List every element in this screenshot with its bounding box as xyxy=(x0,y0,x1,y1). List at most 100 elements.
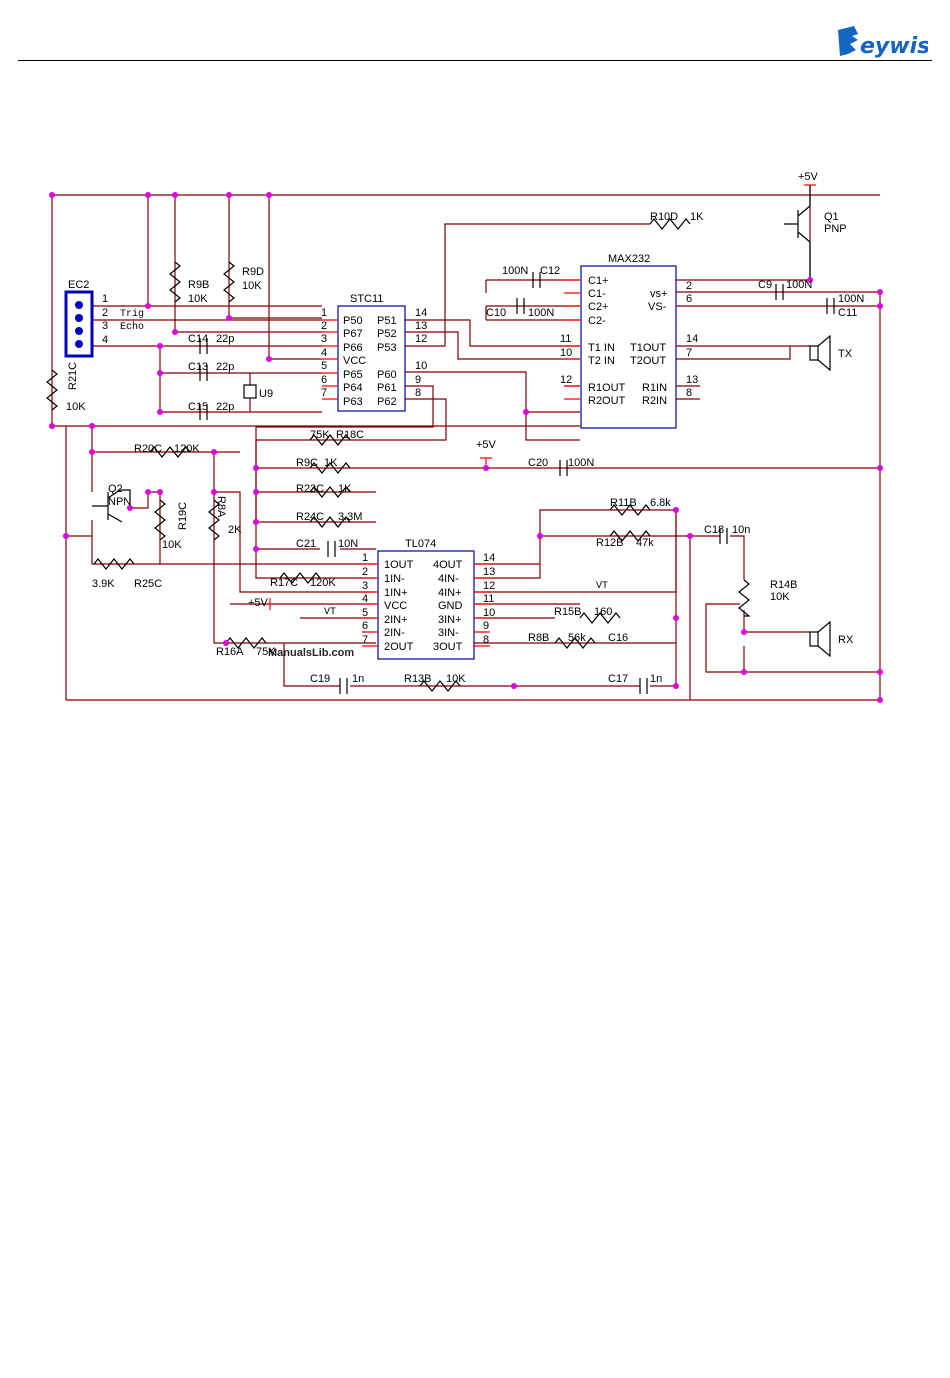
junction-dot xyxy=(145,192,151,198)
label: 22p xyxy=(216,401,234,413)
stc-pin-label: P53 xyxy=(377,342,397,354)
tl-pin-label: 3OUT xyxy=(433,641,463,653)
stc-pin-label: P63 xyxy=(343,396,363,408)
junction-dot xyxy=(226,192,232,198)
junction-dot xyxy=(172,192,178,198)
label: R21C xyxy=(67,362,79,390)
label: 10N xyxy=(338,538,358,550)
stc-pin-label: P52 xyxy=(377,328,397,340)
resistors xyxy=(46,218,751,692)
max-pin-number: 11 xyxy=(560,333,571,345)
label: C17 xyxy=(608,673,628,685)
max-pin-label: C1+ xyxy=(588,275,609,287)
stc-pin-number: 5 xyxy=(321,360,327,372)
echo-label: Echo xyxy=(120,321,144,333)
label: R15B xyxy=(554,606,582,618)
junction-dot xyxy=(877,465,883,471)
junction-dot xyxy=(253,489,259,495)
tl-pin-number: 9 xyxy=(483,620,489,632)
junction-dot xyxy=(266,192,272,198)
watermark: ManualsLib.com xyxy=(268,647,354,659)
junction-dot xyxy=(877,697,883,703)
junction-dot xyxy=(741,669,747,675)
gear-icon xyxy=(838,26,858,56)
label: 22p xyxy=(216,333,234,345)
max-pin-number: 8 xyxy=(686,387,692,399)
tl-pin-number: 12 xyxy=(483,580,495,592)
label: R20C xyxy=(134,443,162,455)
junction-dot xyxy=(523,409,529,415)
stc-pin-number: 3 xyxy=(321,333,327,345)
tl-pin-label: 4OUT xyxy=(433,559,463,571)
label: 10K xyxy=(770,591,790,603)
label: 56k xyxy=(568,632,586,644)
tl-pin-number: 3 xyxy=(362,580,368,592)
label: R14B xyxy=(770,579,798,591)
label: R12B xyxy=(596,537,624,549)
label: R16A xyxy=(216,646,244,658)
stc-pin-label: P62 xyxy=(377,396,397,408)
max-pin-label: R2IN xyxy=(642,395,667,407)
stc-pin-number: 9 xyxy=(415,374,421,386)
brand-logo: eywish xyxy=(838,26,928,59)
stc-pin-label: P51 xyxy=(377,315,397,327)
max-pin-label: R2OUT xyxy=(588,395,626,407)
stc-pin-number: 7 xyxy=(321,387,327,399)
label: R18C xyxy=(336,429,364,441)
ic-tl074 xyxy=(377,550,475,660)
junction-dot xyxy=(157,409,163,415)
label: 120K xyxy=(174,443,200,455)
stc-pin-number: 14 xyxy=(415,307,427,319)
junction-dot xyxy=(877,669,883,675)
ic-max232 xyxy=(580,265,677,429)
stc-pin-label: P60 xyxy=(377,369,397,381)
label: C19 xyxy=(310,673,330,685)
tl-pin-label: 3IN- xyxy=(438,627,459,639)
label: 100N xyxy=(528,307,554,319)
junction-dot xyxy=(223,640,229,646)
junction-dot xyxy=(673,615,679,621)
label: R8A xyxy=(215,496,227,518)
tl-pin-number: 4 xyxy=(362,593,368,605)
transistors xyxy=(92,185,811,523)
label: 1n xyxy=(650,673,662,685)
junction-dot xyxy=(253,519,259,525)
label: 22p xyxy=(216,361,234,373)
ec2-label: EC2 xyxy=(68,279,89,291)
capacitors xyxy=(199,272,835,694)
label: 120K xyxy=(310,577,336,589)
label: 10K xyxy=(242,280,262,292)
label: 160 xyxy=(594,606,612,618)
stc-pin-label: P65 xyxy=(343,369,363,381)
max-pin-label: R1IN xyxy=(642,382,667,394)
label: PNP xyxy=(824,223,847,235)
junction-dot xyxy=(511,683,517,689)
tl-pin-label: 2OUT xyxy=(384,641,414,653)
max-pin-number: 6 xyxy=(686,293,692,305)
max-name: MAX232 xyxy=(608,253,650,265)
stc-pin-number: 1 xyxy=(321,307,327,319)
label: C9 xyxy=(758,279,772,291)
label: 1K xyxy=(324,457,338,469)
junction-dot xyxy=(145,303,151,309)
stc-pin-number: 10 xyxy=(415,360,427,372)
label: R8B xyxy=(528,632,549,644)
max-pin-label: T1OUT xyxy=(630,342,666,354)
label: 10K xyxy=(66,401,86,413)
max-pin-label: VS- xyxy=(648,301,667,313)
tl-pin-label: 1IN- xyxy=(384,573,405,585)
label: 1K xyxy=(690,211,704,223)
stc-name: STC11 xyxy=(350,293,383,305)
label: +5V xyxy=(248,597,269,609)
tl-pin-label: 1IN+ xyxy=(384,587,408,599)
junction-dot xyxy=(537,533,543,539)
label: VT xyxy=(596,581,608,592)
label: C13 xyxy=(188,361,208,373)
max-pin-label: T1 IN xyxy=(588,342,615,354)
label: 75K xyxy=(310,429,330,441)
stc-pin-label: P67 xyxy=(343,328,363,340)
label: VT xyxy=(324,607,336,618)
max-pin-label: R1OUT xyxy=(588,382,626,394)
label: 1K xyxy=(338,483,352,495)
